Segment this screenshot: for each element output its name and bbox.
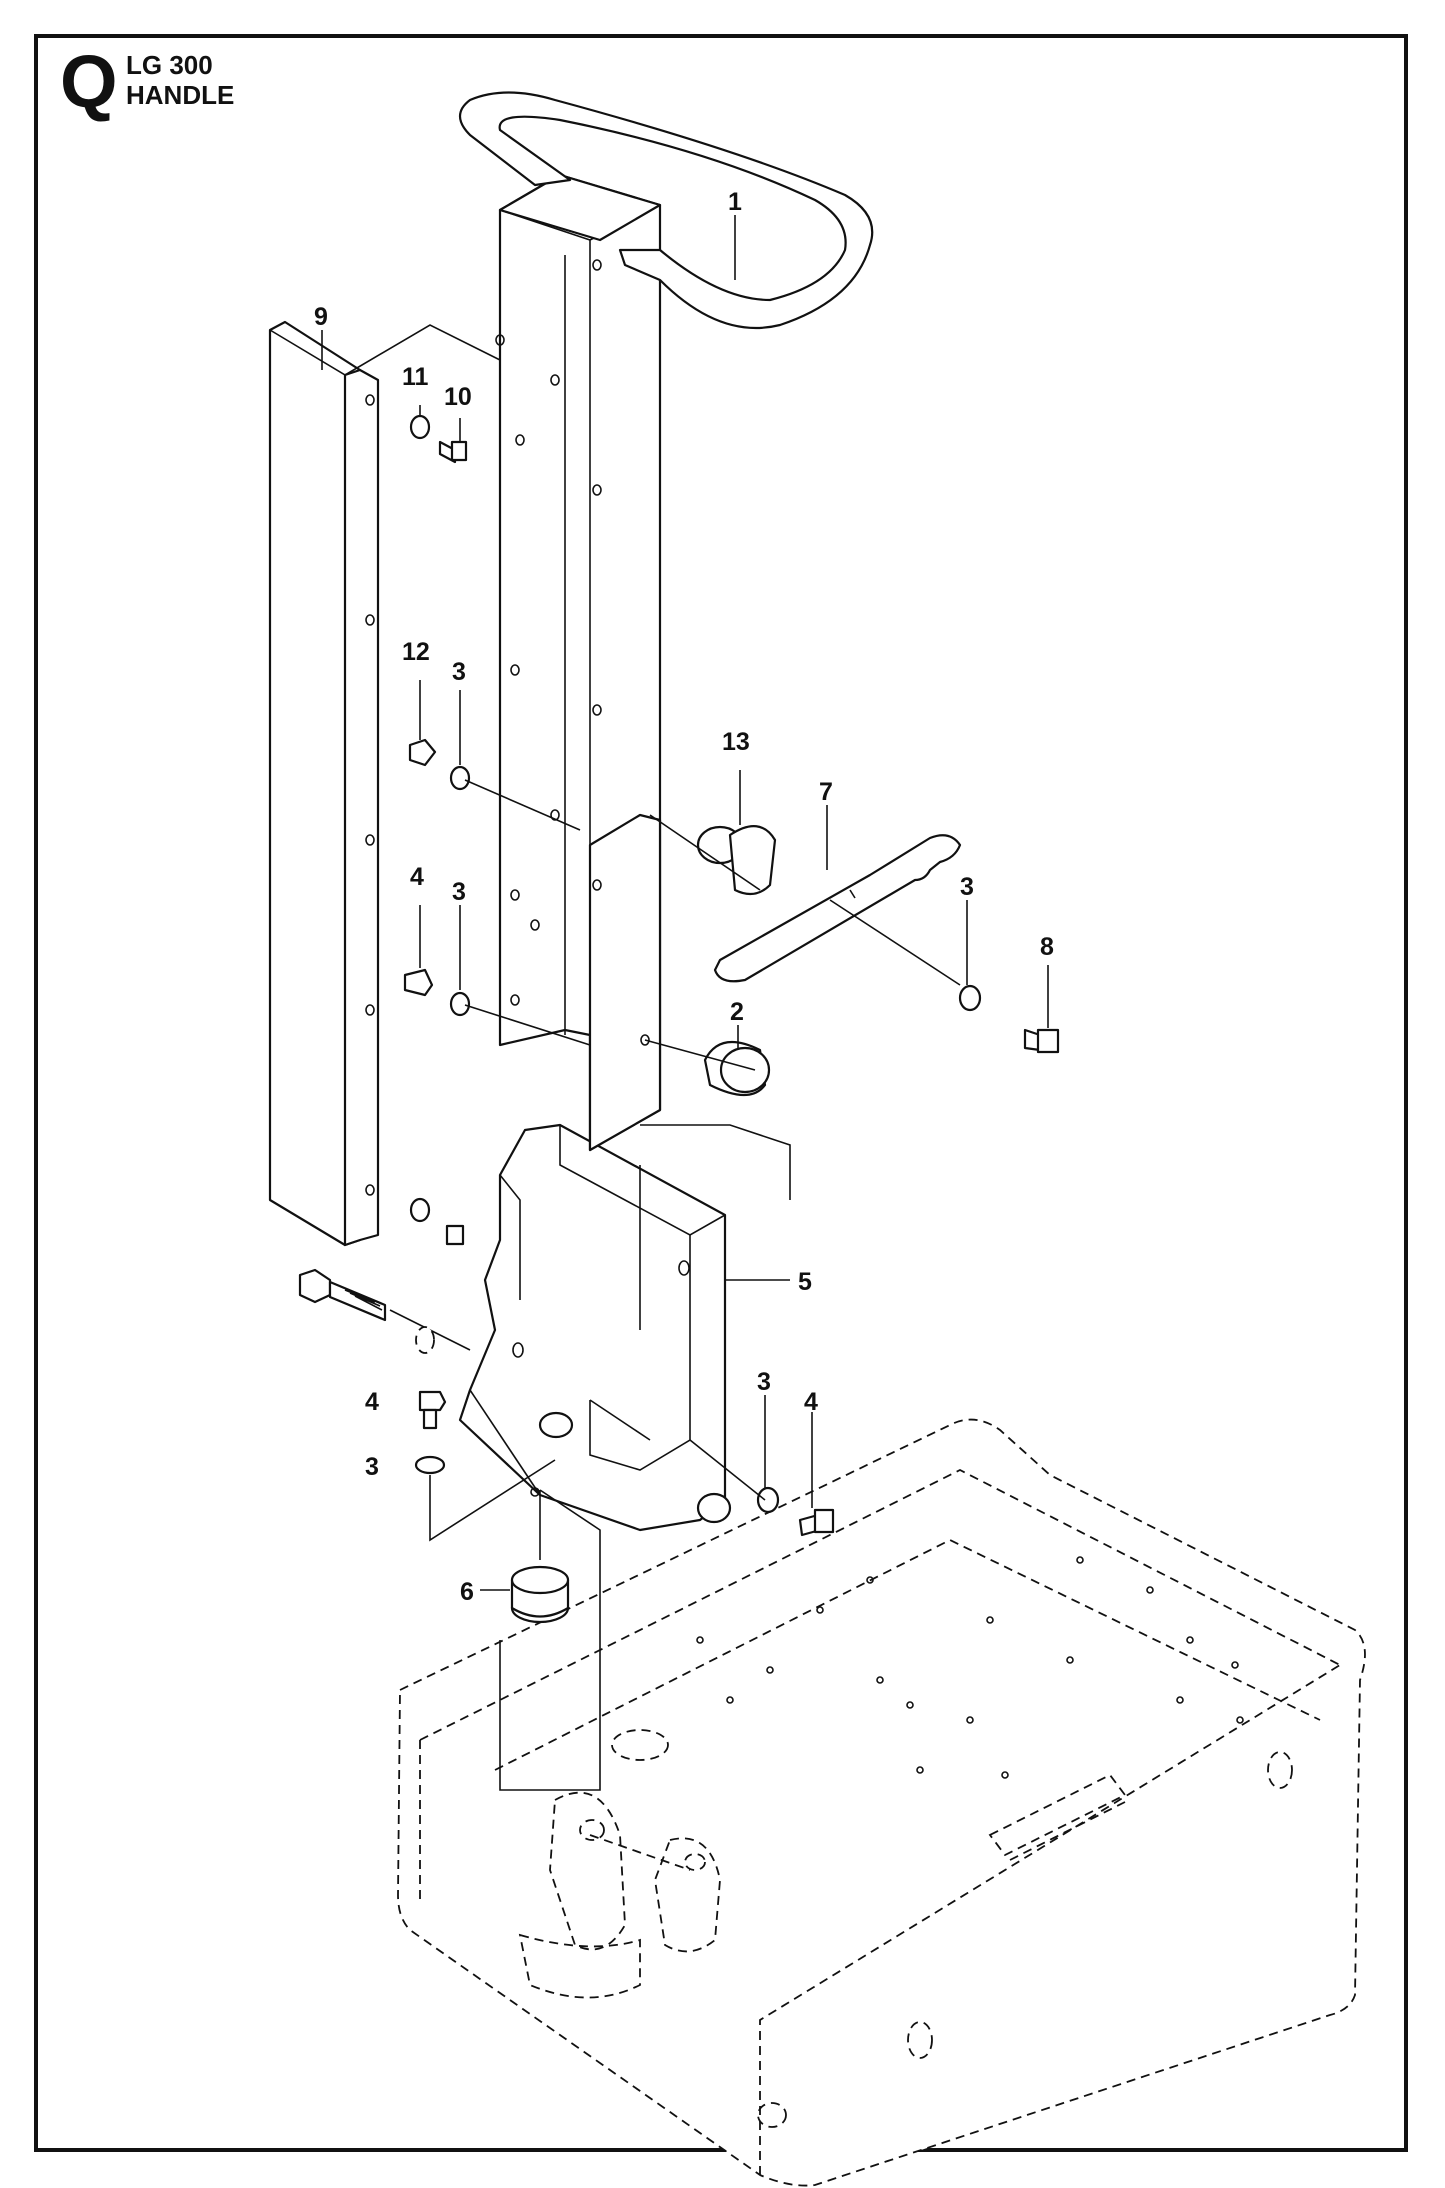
diagram-frame — [34, 34, 1408, 2152]
title-block: LG 300 HANDLE — [126, 50, 234, 110]
lower-bracket — [458, 1123, 732, 1532]
callout-3-middle: 3 — [452, 878, 466, 906]
callout-12: 12 — [402, 638, 430, 666]
callout-3-upper: 3 — [452, 658, 466, 686]
callout-4-left: 4 — [365, 1388, 379, 1416]
callout-10: 10 — [444, 383, 472, 411]
callouts: 1 9 11 10 12 3 13 7 4 3 3 8 2 5 4 3 4 3 … — [314, 188, 1054, 1606]
handle-bar — [458, 91, 874, 330]
callout-8: 8 — [1040, 933, 1054, 961]
callout-13: 13 — [722, 728, 750, 756]
page-title: HANDLE — [126, 80, 235, 110]
callout-2: 2 — [730, 998, 744, 1026]
callout-6: 6 — [460, 1578, 474, 1606]
handle-column — [495, 173, 662, 1152]
fasteners — [298, 414, 1060, 1791]
callout-4-right: 4 — [804, 1388, 818, 1416]
callout-3-left: 3 — [365, 1453, 379, 1481]
callout-4-upper: 4 — [410, 863, 424, 891]
callout-3-right: 3 — [960, 873, 974, 901]
callout-5: 5 — [798, 1268, 812, 1296]
model-name: LG 300 — [126, 50, 213, 80]
base-plate-outline — [397, 1418, 1366, 2187]
callout-11: 11 — [402, 363, 429, 391]
callout-3-lower-right: 3 — [757, 1368, 771, 1396]
callout-1: 1 — [728, 188, 742, 216]
leader-lines — [321, 215, 1049, 1591]
section-letter: Q — [60, 40, 118, 123]
callout-9: 9 — [314, 303, 328, 331]
side-cover — [268, 320, 501, 1247]
callout-7: 7 — [819, 778, 833, 806]
